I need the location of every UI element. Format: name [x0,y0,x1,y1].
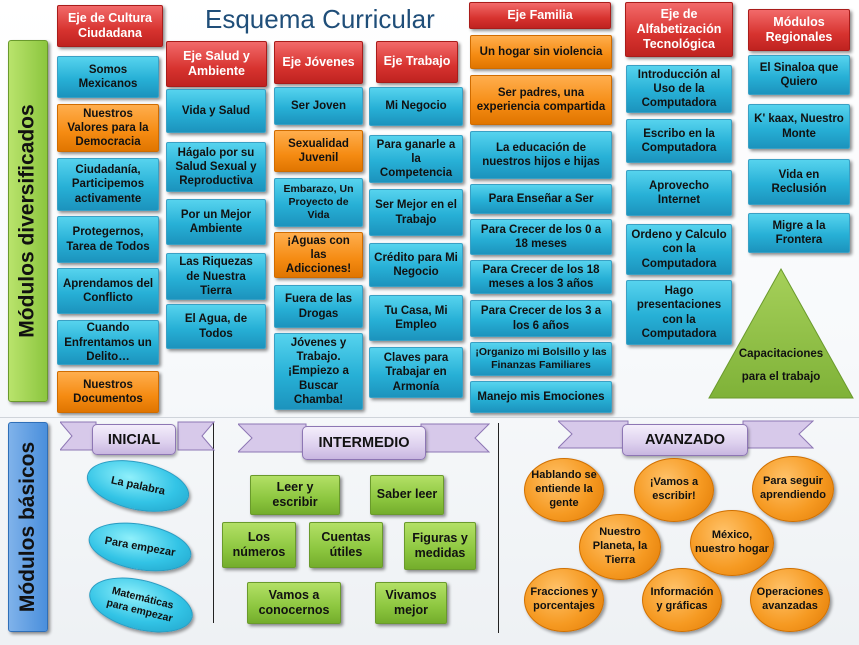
header-regionales: Módulos Regionales [748,9,850,51]
alfabetizacion-item: Aprovecho Internet [626,170,732,216]
ribbon-inicial [60,421,215,451]
section-divider [0,417,859,418]
cultura-item: Aprendamos del Conflicto [57,268,159,314]
familia-item: ¡Organizo mi Bolsillo y las Finanzas Fam… [470,342,612,376]
side-label-diversificados: Módulos diversificados [8,40,48,402]
alfabetizacion-item: Introducción al Uso de la Computadora [626,65,732,113]
salud-item: El Agua, de Todos [166,304,266,349]
jovenes-item: Fuera de las Drogas [274,285,363,328]
header-familia: Eje Familia [469,2,611,29]
intermedio-item: Saber leer [370,475,444,515]
cultura-item: Cuando Enfrentamos un Delito… [57,320,159,365]
level-avanzado: AVANZADO [622,424,748,456]
jovenes-item: Embarazo, Un Proyecto de Vida [274,178,363,227]
header-trabajo: Eje Trabajo [376,41,458,83]
ribbon-intermedio [238,423,490,453]
regionales-item: El Sinaloa que Quiero [748,55,850,95]
header-cultura: Eje de Cultura Ciudadana [57,5,163,47]
familia-item: Para Crecer de los 3 a los 6 años [470,300,612,337]
familia-item: Para Crecer de los 0 a 18 meses [470,219,612,255]
trabajo-item: Mi Negocio [369,87,463,126]
header-salud: Eje Salud y Ambiente [166,41,267,87]
inicial-item: La palabra [82,451,194,521]
cultura-item: Nuestros Valores para la Democracia [57,104,159,152]
avanzado-item: México, nuestro hogar [690,510,774,576]
divider-line [213,423,214,623]
salud-item: Hágalo por su Salud Sexual y Reproductiv… [166,142,266,192]
triangle-label: Capacitaciones para el trabajo [738,348,824,383]
familia-item: Para Crecer de los 18 meses a los 3 años [470,260,612,294]
cultura-item: Ciudadanía, Participemos activamente [57,158,159,211]
jovenes-item: Jóvenes y Trabajo. ¡Empiezo a Buscar Cha… [274,333,363,410]
intermedio-item: Figuras y medidas [404,522,476,570]
intermedio-item: Vivamos mejor [375,582,447,624]
salud-item: Vida y Salud [166,89,266,133]
intermedio-item: Vamos a conocernos [247,582,341,624]
trabajo-item: Para ganarle a la Competencia [369,135,463,183]
avanzado-item: Para seguir aprendiendo [752,456,834,522]
cultura-item: Nuestros Documentos [57,371,159,413]
avanzado-item: Fracciones y porcentajes [524,568,604,632]
jovenes-item: ¡Aguas con las Adicciones! [274,232,363,278]
avanzado-item: ¡Vamos a escribir! [634,458,714,522]
divider-line [498,423,499,633]
triangle-capacitaciones [708,267,854,399]
trabajo-item: Claves para Trabajar en Armonía [369,347,463,398]
header-jovenes: Eje Jóvenes [274,41,363,84]
trabajo-item: Ser Mejor en el Trabajo [369,189,463,236]
familia-item: Manejo mis Emociones [470,381,612,413]
jovenes-item: Sexualidad Juvenil [274,130,363,172]
alfabetizacion-item: Ordeno y Calculo con la Computadora [626,224,732,275]
salud-item: Las Riquezas de Nuestra Tierra [166,253,266,300]
level-inicial: INICIAL [92,424,176,455]
familia-item: Para Enseñar a Ser [470,184,612,214]
familia-item: Ser padres, una experiencia compartida [470,75,612,125]
regionales-item: Vida en Reclusión [748,159,850,205]
intermedio-item: Cuentas útiles [309,522,383,568]
familia-item: La educación de nuestros hijos e hijas [470,131,612,179]
alfabetizacion-item: Hago presentaciones con la Computadora [626,280,732,345]
trabajo-item: Crédito para Mi Negocio [369,243,463,287]
header-alfabetizacion: Eje de Alfabetización Tecnológica [625,2,733,57]
cultura-item: Protegernos, Tarea de Todos [57,216,159,263]
familia-item: Un hogar sin violencia [470,35,612,69]
inicial-item: Matemáticas para empezar [83,567,199,643]
avanzado-item: Operaciones avanzadas [750,568,830,632]
avanzado-item: Información y gráficas [642,568,722,632]
intermedio-item: Leer y escribir [250,475,340,515]
ribbon-avanzado [558,420,814,449]
side-label-basicos: Módulos básicos [8,422,48,632]
intermedio-item: Los números [222,522,296,568]
avanzado-item: Hablando se entiende la gente [524,458,604,522]
level-intermedio: INTERMEDIO [302,426,426,460]
inicial-item: Para empezar [84,515,196,579]
regionales-item: Migre a la Frontera [748,213,850,253]
jovenes-item: Ser Joven [274,87,363,125]
page-title: Esquema Curricular [205,4,435,34]
alfabetizacion-item: Escribo en la Computadora [626,119,732,163]
regionales-item: K' kaax, Nuestro Monte [748,104,850,149]
salud-item: Por un Mejor Ambiente [166,199,266,245]
cultura-item: Somos Mexicanos [57,56,159,98]
avanzado-item: Nuestro Planeta, la Tierra [579,514,661,580]
trabajo-item: Tu Casa, Mi Empleo [369,295,463,341]
